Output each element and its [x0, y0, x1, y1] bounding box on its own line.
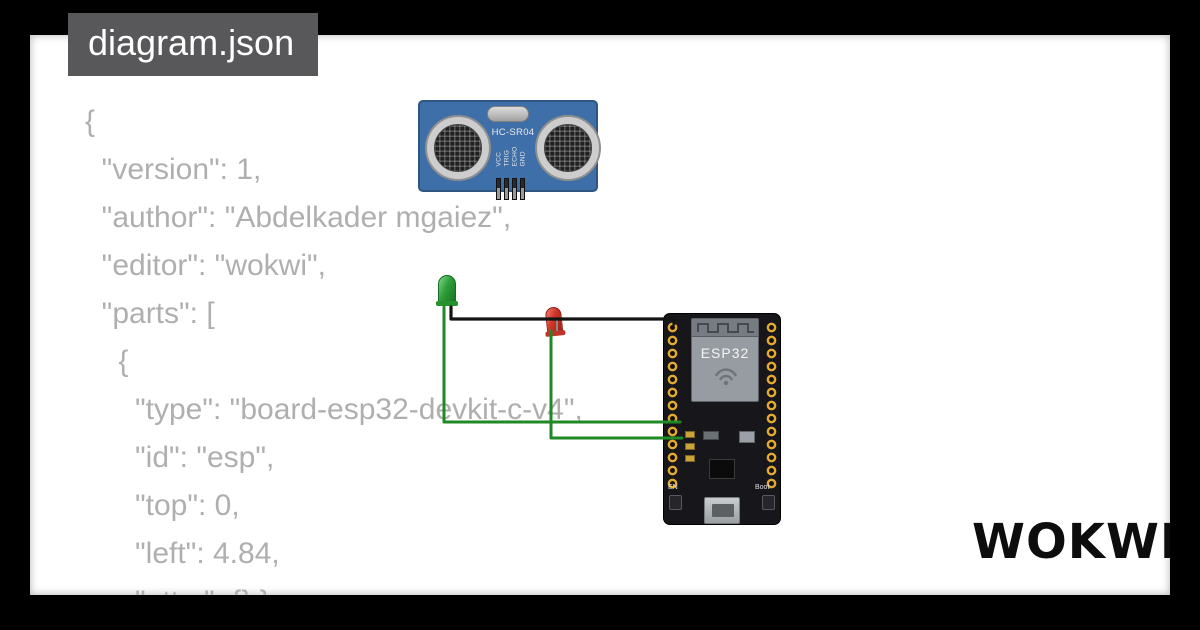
diagram-canvas: { "version": 1, "author": "Abdelkader mg… [30, 35, 1170, 595]
component-chip [703, 431, 719, 440]
hcsr04-label: HC-SR04 [491, 127, 535, 138]
led-red [544, 306, 566, 337]
usb-uart-chip [709, 459, 735, 479]
en-button [669, 495, 682, 510]
micro-usb-opening [712, 504, 734, 517]
voltage-regulator [739, 431, 755, 443]
hcsr04-pin-echo [512, 178, 517, 200]
led-green [436, 275, 458, 306]
hcsr04-pin-label: ECHO [511, 146, 519, 167]
hcsr04-pin-label: GND [519, 151, 527, 167]
rf-shield: ESP32 [691, 318, 759, 402]
hcsr04-pin-vcc [496, 178, 501, 200]
capacitor [685, 431, 695, 438]
esp32-pin-header-left [665, 321, 680, 489]
code-line: "version": 1, [85, 153, 262, 186]
wifi-icon [713, 367, 739, 392]
filename-tab-label: diagram.json [88, 22, 295, 63]
hcsr04-sensor: HC-SR04 VCC TRIG ECHO GND [418, 100, 599, 200]
esp32-board: ESP32 EN Boot [663, 313, 781, 525]
code-line: "parts": [ [85, 297, 215, 330]
code-line: "author": "Abdelkader mgaiez", [85, 201, 512, 234]
esp32-label: ESP32 [700, 345, 750, 361]
code-line: "left": 4.84, [85, 537, 280, 570]
hcsr04-pin-gnd [520, 178, 525, 200]
transducer-right [537, 117, 599, 179]
esp32-pin-header-right [764, 321, 779, 489]
code-line: { [85, 105, 96, 138]
hcsr04-pin-label: TRIG [503, 149, 511, 167]
antenna-trace [692, 319, 758, 337]
micro-usb-port [704, 497, 740, 524]
en-button-label: EN [668, 484, 678, 491]
led-green-flange [436, 301, 458, 306]
code-line: "top": 0, [85, 489, 240, 522]
filename-tab: diagram.json [68, 13, 319, 76]
wokwi-logo: WOKWI [972, 514, 1170, 570]
code-line: { [85, 345, 129, 378]
code-line: "editor": "wokwi", [85, 249, 326, 282]
capacitor [685, 443, 695, 450]
boot-button [762, 495, 775, 510]
antenna-zigzag-icon [697, 323, 754, 333]
code-line: "id": "esp", [85, 441, 275, 474]
hcsr04-pin-label: VCC [495, 151, 503, 167]
transducer-left [427, 117, 489, 179]
code-line: "type": "board-esp32-devkit-c-v4", [85, 393, 583, 426]
oscillator-crystal [487, 106, 529, 122]
code-line: "attrs": {} }, [85, 578, 583, 595]
boot-button-label: Boot [755, 484, 770, 491]
led-green-bulb [438, 275, 456, 303]
capacitor [685, 455, 695, 462]
hcsr04-pin-trig [504, 178, 509, 200]
